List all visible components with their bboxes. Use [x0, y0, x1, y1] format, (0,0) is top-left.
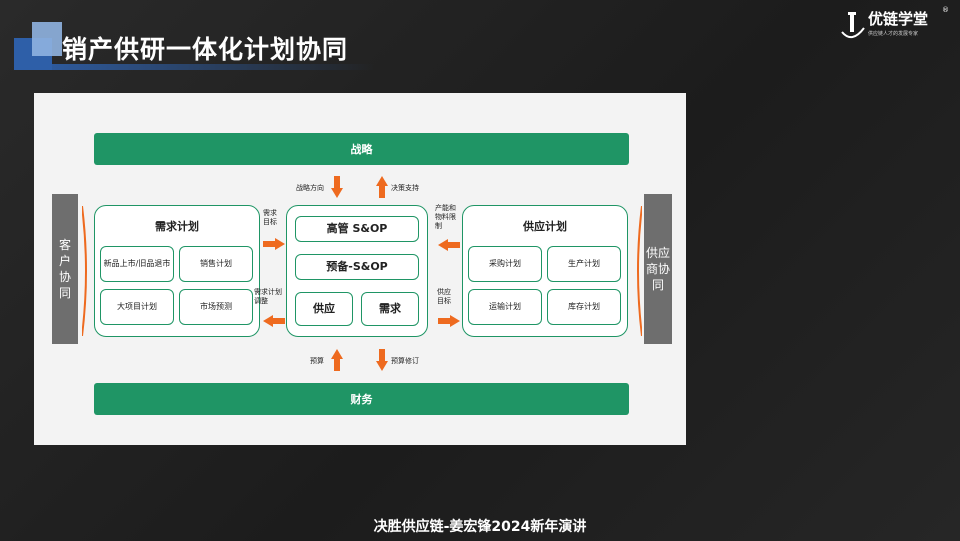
customer-collab-bar: 客户协同: [52, 194, 78, 344]
brand-logo: 优链学堂 ® 供应链人才的发展专家: [838, 6, 956, 44]
supply-plan-group: 供应计划 采购计划 生产计划 运输计划 库存计划: [462, 205, 628, 337]
arrow-left-icon: [263, 315, 285, 327]
demand-item-project-plan: 大项目计划: [100, 289, 174, 325]
arrow-right-icon: [263, 238, 285, 250]
demand-box: 需求: [361, 292, 419, 326]
supply-plan-title: 供应计划: [523, 220, 567, 233]
executive-sop-box: 高管 S&OP: [295, 216, 419, 242]
supply-item-purchasing: 采购计划: [468, 246, 542, 282]
right-chevron-icon: [637, 206, 642, 336]
supply-item-transport: 运输计划: [468, 289, 542, 325]
footer-caption: 决胜供应链-姜宏锋2024新年演讲: [373, 519, 587, 535]
arrow-left-icon: [438, 239, 460, 251]
strategy-direction-label: 战略方向: [296, 184, 324, 192]
budget-label: 预算: [310, 357, 324, 365]
supply-box: 供应: [295, 292, 353, 326]
capacity-material-label: 产能和物料限制: [435, 204, 456, 230]
logo-registered-mark: ®: [942, 6, 949, 14]
demand-item-market-forecast: 市场预测: [179, 289, 253, 325]
demand-plan-group: 需求计划 新品上市/旧品退市 销售计划 大项目计划 市场预测: [94, 205, 260, 337]
strategy-band: 战略: [94, 133, 629, 165]
supply-item-inventory: 库存计划: [547, 289, 621, 325]
pre-sop-box: 预备-S&OP: [295, 254, 419, 280]
diagram-panel: 战略 财务 客户协同 供应商协同 需求计划 新品上市/旧品退市 销售计划 大项目…: [34, 93, 686, 445]
left-chevron-icon: [82, 206, 87, 336]
page-title: 销产供研一体化计划协同: [62, 35, 349, 64]
arrow-right-icon: [438, 315, 460, 327]
arrow-up-icon: [331, 349, 343, 371]
logo-subtitle: 供应链人才的发展专家: [868, 31, 919, 37]
sop-center-group: 高管 S&OP 预备-S&OP 供应 需求: [286, 205, 428, 337]
title-underline: [14, 64, 374, 70]
logo-name: 优链学堂: [868, 10, 929, 28]
title-deco-square-light: [32, 22, 62, 56]
demand-target-label: 需求目标: [263, 209, 277, 226]
budget-revision-label: 预算修订: [391, 357, 419, 365]
demand-item-new-product: 新品上市/旧品退市: [100, 246, 174, 282]
demand-adjust-label: 需求计划调整: [254, 288, 282, 305]
supplier-collab-bar: 供应商协同: [644, 194, 672, 344]
supply-item-production: 生产计划: [547, 246, 621, 282]
demand-item-sales-plan: 销售计划: [179, 246, 253, 282]
arrow-down-icon: [376, 349, 388, 371]
demand-plan-title: 需求计划: [155, 220, 199, 233]
arrow-down-icon: [331, 176, 343, 198]
supply-target-label: 供应目标: [437, 288, 451, 305]
logo-icon: [841, 12, 865, 39]
arrow-up-icon: [376, 176, 388, 198]
decision-support-label: 决策支持: [391, 184, 419, 192]
finance-band: 财务: [94, 383, 629, 415]
